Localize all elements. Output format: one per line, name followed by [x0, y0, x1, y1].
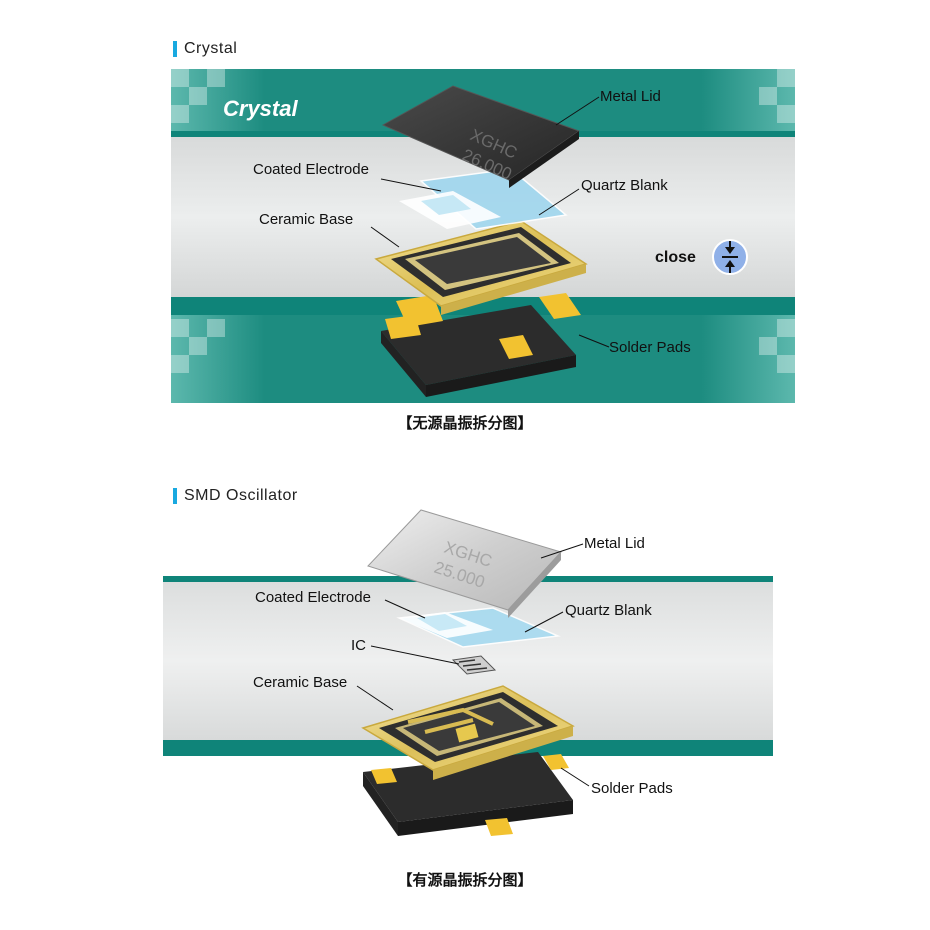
metal-lid-part: XGHC 26.000: [381, 85, 581, 188]
metal-lid-part: XGHC 25.000: [367, 509, 562, 618]
label-coated-electrode: Coated Electrode: [253, 161, 369, 178]
label-solder-pads: Solder Pads: [591, 780, 673, 797]
solder-pads-part: [363, 752, 573, 836]
caption-crystal: 【无源晶振拆分图】: [397, 414, 533, 432]
label-solder-pads: Solder Pads: [609, 339, 691, 356]
coated-electrode-part: [399, 612, 493, 638]
ic-part: [451, 655, 497, 675]
smd-oscillator-diagram: XGHC 25.000 Metal Lid Coated Electrode Q…: [163, 509, 773, 836]
close-icon[interactable]: [712, 239, 748, 275]
section-title-text: Crystal: [184, 40, 238, 57]
label-coated-electrode: Coated Electrode: [255, 589, 371, 606]
banner-text: Crystal: [223, 96, 298, 121]
title-accent-bar: [173, 41, 177, 57]
coated-electrode-part: [399, 191, 501, 229]
crystal-diagram: Crystal XGHC 26.000 Metal Lid: [171, 69, 795, 403]
label-metal-lid: Metal Lid: [584, 535, 645, 552]
title-accent-bar: [173, 488, 177, 504]
label-ic: IC: [351, 637, 366, 654]
close-label: close: [655, 249, 696, 266]
solder-pads-part: [381, 293, 581, 397]
ceramic-base-part: [361, 685, 575, 780]
ceramic-base-part: [374, 220, 588, 315]
section-title-smd-oscillator: SMD Oscillator: [173, 487, 298, 505]
label-quartz-blank: Quartz Blank: [581, 177, 668, 194]
label-quartz-blank: Quartz Blank: [565, 602, 652, 619]
caption-smd-oscillator: 【有源晶振拆分图】: [397, 871, 533, 889]
label-metal-lid: Metal Lid: [600, 88, 661, 105]
section-title-text: SMD Oscillator: [184, 487, 298, 504]
section-title-crystal: Crystal: [173, 40, 237, 58]
label-ceramic-base: Ceramic Base: [259, 211, 353, 228]
label-ceramic-base: Ceramic Base: [253, 674, 347, 691]
